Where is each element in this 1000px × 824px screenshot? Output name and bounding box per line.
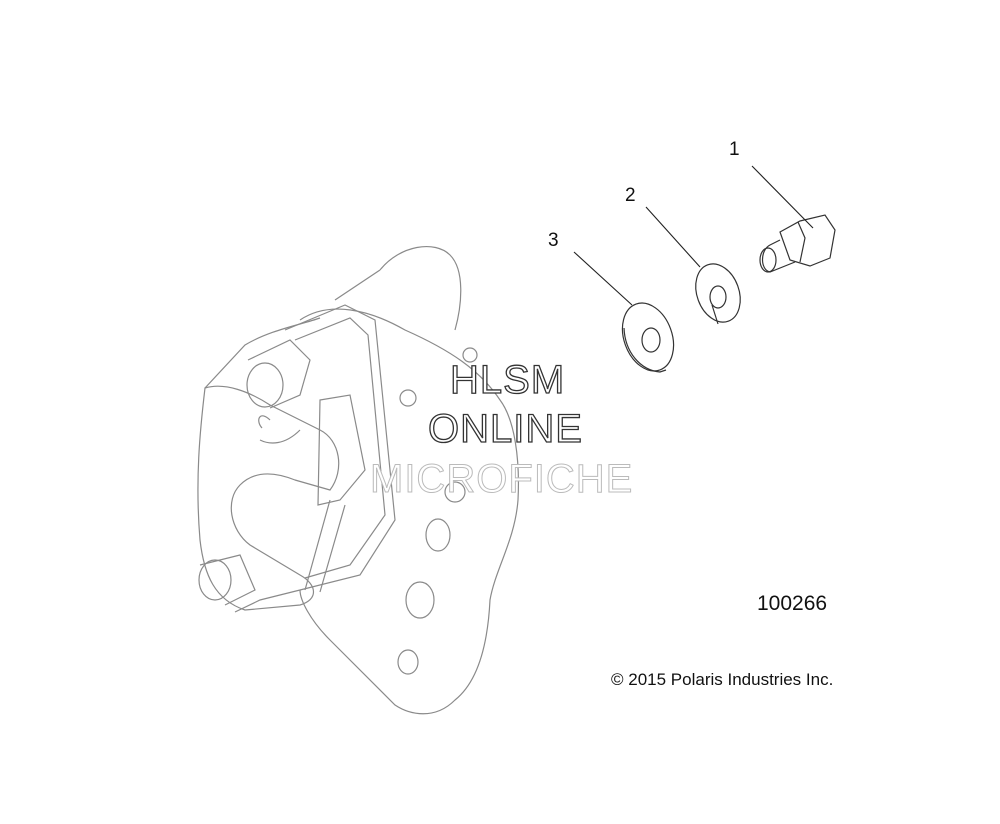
bolt-part bbox=[759, 214, 836, 273]
brake-caliper-assembly bbox=[197, 246, 519, 715]
callout-1: 1 bbox=[729, 139, 740, 160]
copyright-notice: © 2015 Polaris Industries Inc. bbox=[611, 670, 834, 689]
figure-number: 100266 bbox=[757, 592, 828, 615]
watermark-line-1: HLSM bbox=[449, 358, 566, 402]
watermark-line-3: MICROFICHE bbox=[369, 457, 634, 501]
watermark-line-2: ONLINE bbox=[427, 407, 583, 451]
callout-2: 2 bbox=[625, 185, 636, 206]
callout-3: 3 bbox=[548, 230, 559, 251]
flat-washer-part bbox=[621, 302, 675, 373]
lock-washer-part bbox=[695, 263, 741, 325]
